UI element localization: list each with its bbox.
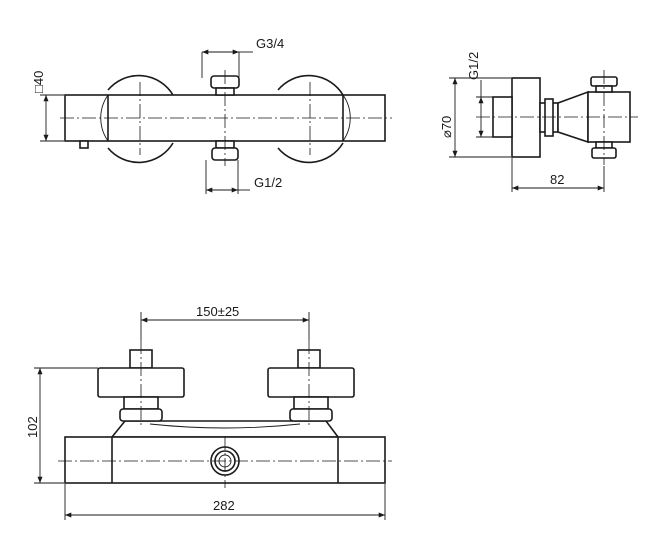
front-view-plate-curve bbox=[149, 423, 301, 429]
g34-label: G3/4 bbox=[256, 36, 284, 51]
g12-label: G1/2 bbox=[254, 175, 282, 190]
side-g12-label: G1/2 bbox=[466, 52, 481, 80]
side-view-nut-ring bbox=[544, 98, 554, 137]
d82-label: 82 bbox=[550, 172, 564, 187]
side-view: G1/2 ⌀70 82 bbox=[439, 52, 638, 192]
d70-label: ⌀70 bbox=[439, 116, 454, 138]
front-view: 150±25 102 282 bbox=[25, 304, 392, 520]
top-view: G3/4 G1/2 □40 bbox=[31, 36, 392, 194]
d150-label: 150±25 bbox=[196, 304, 239, 319]
left-flange-top-arc bbox=[107, 74, 174, 96]
right-nut bbox=[293, 396, 329, 410]
front-view-connector-plate bbox=[110, 420, 340, 438]
right-flange-top-arc bbox=[277, 74, 344, 96]
top-view-side-knob bbox=[79, 140, 89, 149]
d102-label: 102 bbox=[25, 416, 40, 438]
right-wall-flange bbox=[267, 367, 355, 398]
right-flange-bottom-arc bbox=[277, 142, 344, 164]
sq40-label: □40 bbox=[31, 71, 46, 93]
right-union bbox=[289, 408, 333, 422]
side-view-flange bbox=[511, 77, 541, 158]
left-flange-bottom-arc bbox=[107, 142, 174, 164]
d282-label: 282 bbox=[213, 498, 235, 513]
